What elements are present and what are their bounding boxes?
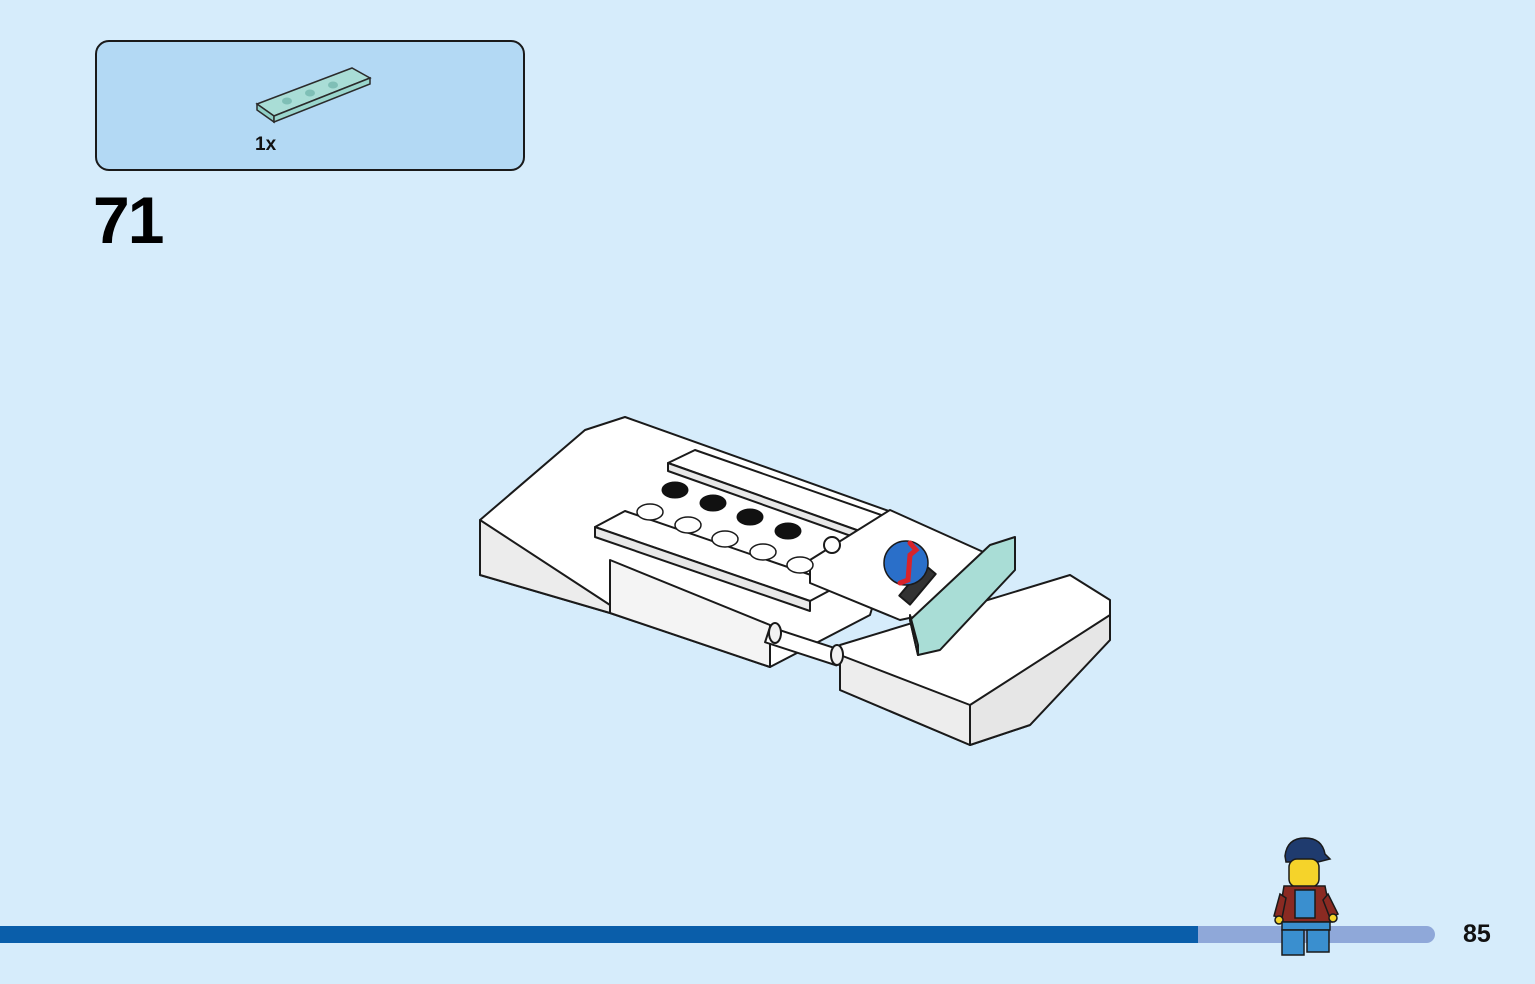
- progress-bar-fill: [0, 926, 1199, 943]
- worker-minifigure-icon: [1273, 837, 1340, 956]
- part-quantity-label: 1x: [255, 134, 277, 155]
- step-number: 71: [93, 183, 164, 257]
- vehicle-base-assembly-icon: [479, 416, 1111, 746]
- transparent-tile-part-icon: [255, 67, 372, 124]
- page-number: 85: [1463, 920, 1491, 948]
- progress-bar-track: [0, 926, 1435, 943]
- parts-callout-box: 1x: [95, 40, 525, 171]
